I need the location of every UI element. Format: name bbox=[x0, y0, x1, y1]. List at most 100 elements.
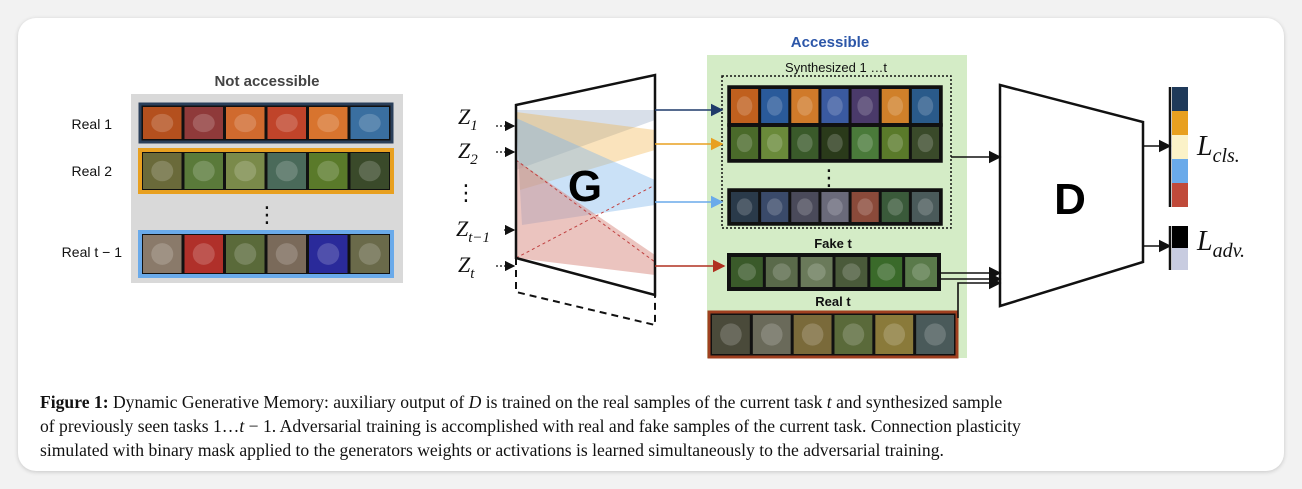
image-thumbnail bbox=[226, 107, 265, 139]
caption-math-D: D bbox=[468, 392, 482, 412]
caption-line-1: Figure 1: Dynamic Generative Memory: aux… bbox=[40, 390, 1262, 414]
z-input-arrows bbox=[496, 120, 516, 272]
thumbnail-highlight bbox=[317, 243, 340, 265]
image-thumbnail bbox=[226, 153, 265, 189]
caption-label: Figure 1: bbox=[40, 392, 109, 412]
fake-t-title: Fake t bbox=[814, 236, 852, 251]
synthesized-strip-1 bbox=[727, 85, 943, 127]
synthesized-strip-2 bbox=[727, 123, 943, 163]
fake-t-image-strip bbox=[727, 253, 941, 291]
image-thumbnail bbox=[821, 89, 849, 123]
cls-output-cell bbox=[1172, 135, 1188, 159]
image-thumbnail bbox=[731, 89, 759, 123]
thumbnail-highlight bbox=[842, 263, 861, 281]
thumbnail-highlight bbox=[766, 96, 783, 116]
image-thumbnail bbox=[911, 89, 939, 123]
adv-output-bar bbox=[1172, 226, 1188, 270]
synthesized-dots: ⋮ bbox=[818, 166, 840, 191]
image-thumbnail bbox=[309, 153, 348, 189]
real-1-strip bbox=[138, 102, 394, 144]
thumbnail-highlight bbox=[797, 96, 813, 116]
thumbnail-highlight bbox=[151, 160, 174, 182]
real-t-image-strip-frame bbox=[707, 310, 959, 359]
fake-t-strip bbox=[727, 253, 941, 291]
image-thumbnail bbox=[712, 315, 750, 354]
thumbnail-highlight bbox=[766, 198, 783, 216]
image-thumbnail bbox=[309, 235, 348, 273]
real-t-image-strip bbox=[707, 310, 959, 359]
thumbnail-highlight bbox=[192, 243, 215, 265]
image-thumbnail bbox=[184, 153, 223, 189]
z1-input: Z1 bbox=[458, 104, 478, 134]
image-thumbnail bbox=[851, 127, 879, 159]
thumbnail-highlight bbox=[801, 323, 824, 346]
thumbnail-highlight bbox=[275, 243, 298, 265]
thumbnail-highlight bbox=[736, 198, 753, 216]
thumbnail-highlight bbox=[797, 198, 813, 216]
image-thumbnail bbox=[834, 315, 873, 354]
synthesized-strip-3 bbox=[727, 188, 943, 226]
image-thumbnail bbox=[731, 192, 759, 222]
thumbnail-highlight bbox=[766, 133, 783, 153]
thumbnail-highlight bbox=[737, 263, 757, 281]
adv-loss-label: Ladv. bbox=[1196, 226, 1245, 262]
image-thumbnail bbox=[835, 257, 868, 287]
caption-text: and synthesized sample bbox=[831, 392, 1003, 412]
thumbnail-highlight bbox=[917, 133, 934, 153]
thumbnail-highlight bbox=[358, 113, 381, 133]
adv-output-cell bbox=[1172, 226, 1188, 248]
real-2-strip bbox=[138, 148, 394, 194]
image-thumbnail bbox=[761, 192, 789, 222]
image-thumbnail bbox=[821, 127, 849, 159]
image-thumbnail bbox=[267, 107, 306, 139]
cls-output-cell bbox=[1172, 111, 1188, 135]
discriminator-input-arrows bbox=[940, 150, 1002, 318]
image-thumbnail bbox=[350, 235, 389, 273]
fake-t-image-strip-frame bbox=[727, 253, 941, 291]
image-thumbnail bbox=[761, 127, 789, 159]
real-2-strip-frame bbox=[138, 148, 394, 194]
image-thumbnail bbox=[916, 315, 954, 354]
synthesized-strips bbox=[727, 85, 943, 226]
thumbnail-highlight bbox=[275, 113, 298, 133]
z2-input: Z2 bbox=[458, 138, 478, 168]
thumbnail-highlight bbox=[192, 113, 215, 133]
real-2-label: Real 2 bbox=[72, 163, 113, 179]
thumbnail-highlight bbox=[317, 160, 340, 182]
image-thumbnail bbox=[226, 235, 265, 273]
discriminator-output-arrows bbox=[1143, 139, 1172, 253]
image-thumbnail bbox=[143, 153, 182, 189]
image-thumbnail bbox=[184, 235, 223, 273]
thumbnail-highlight bbox=[827, 96, 843, 116]
thumbnail-highlight bbox=[807, 263, 826, 281]
thumbnail-highlight bbox=[857, 198, 873, 216]
thumbnail-highlight bbox=[317, 113, 340, 133]
z-t-minus-1-input: Zt−1 bbox=[456, 216, 490, 246]
thumbnail-highlight bbox=[797, 133, 813, 153]
thumbnail-highlight bbox=[887, 133, 904, 153]
caption-math-t: t bbox=[239, 416, 245, 436]
image-thumbnail bbox=[905, 257, 937, 287]
image-thumbnail bbox=[851, 89, 879, 123]
image-thumbnail bbox=[350, 107, 389, 139]
thumbnail-highlight bbox=[887, 96, 904, 116]
thumbnail-highlight bbox=[358, 243, 381, 265]
cls-output-bar bbox=[1172, 87, 1188, 207]
thumbnail-highlight bbox=[877, 263, 896, 281]
image-thumbnail bbox=[267, 153, 306, 189]
real-t-strip bbox=[707, 310, 959, 359]
caption-line-3: simulated with binary mask applied to th… bbox=[40, 440, 944, 460]
image-thumbnail bbox=[350, 153, 389, 189]
real-1-label: Real 1 bbox=[72, 116, 113, 132]
real-t-minus-1-label: Real t − 1 bbox=[62, 244, 123, 260]
image-thumbnail bbox=[267, 235, 306, 273]
image-thumbnail bbox=[143, 107, 182, 139]
thumbnail-highlight bbox=[234, 113, 257, 133]
cls-loss-label: Lcls. bbox=[1196, 131, 1240, 167]
thumbnail-highlight bbox=[887, 198, 904, 216]
cls-output-cell bbox=[1172, 87, 1188, 111]
generator-pathways bbox=[515, 110, 656, 275]
image-thumbnail bbox=[870, 257, 903, 287]
thumbnail-highlight bbox=[857, 133, 873, 153]
